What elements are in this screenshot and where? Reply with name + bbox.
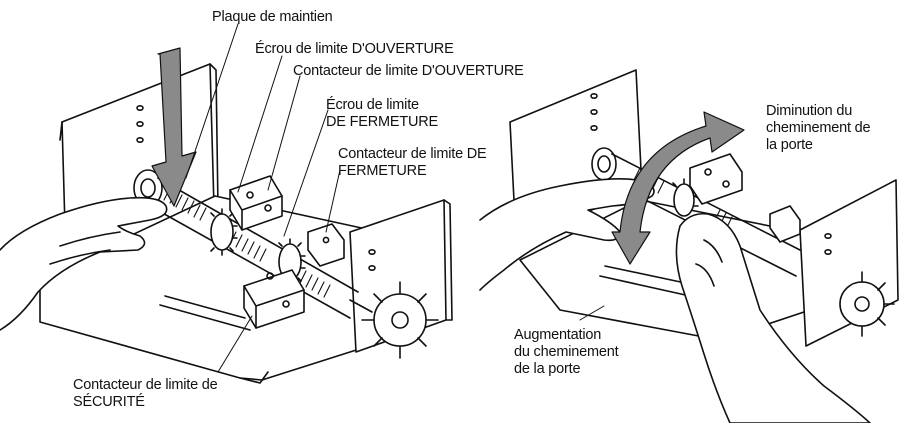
right-right-hand xyxy=(675,212,871,424)
label-decrease-travel: Diminution du cheminement de la porte xyxy=(766,103,871,153)
label-open-limit-nut: Écrou de limite D'OUVERTURE xyxy=(255,41,454,57)
sprocket xyxy=(361,281,439,359)
right-panel xyxy=(479,69,899,424)
label-safety-limit-switch: Contacteur de limite de SÉCURITÉ xyxy=(73,377,218,410)
open-limit-switch-body xyxy=(229,175,283,231)
close-limit-switch-body xyxy=(307,223,345,267)
label-holding-plate: Plaque de maintien xyxy=(212,9,333,25)
label-close-limit-nut: Écrou de limite DE FERMETURE xyxy=(326,97,438,130)
right-left-hand xyxy=(479,178,655,291)
open-limit-nut xyxy=(210,208,238,256)
left-panel xyxy=(0,23,453,384)
label-open-limit-switch: Contacteur de limite D'OUVERTURE xyxy=(293,63,524,79)
right-limit-switch xyxy=(689,153,743,205)
press-down-arrow xyxy=(151,47,197,207)
safety-limit-switch-body xyxy=(243,269,305,329)
label-close-limit-switch: Contacteur de limite DE FERMETURE xyxy=(338,146,487,179)
left-hand xyxy=(0,196,168,331)
label-increase-travel: Augmentation du cheminement de la porte xyxy=(514,327,619,377)
rotation-arrow xyxy=(611,111,745,265)
